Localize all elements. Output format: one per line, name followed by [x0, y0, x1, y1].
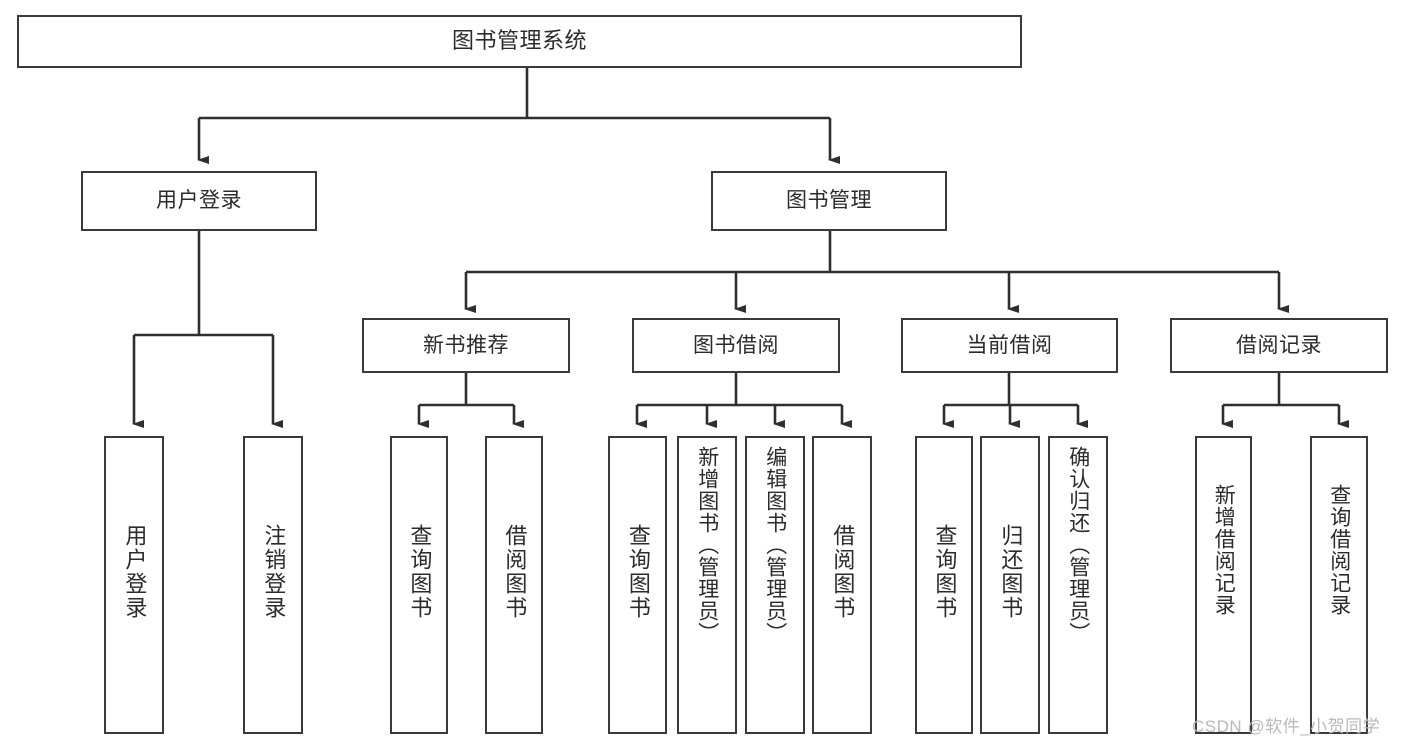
leaf-node-query-borrow-record[interactable]: 查询借阅记录 [1310, 436, 1368, 734]
node-label: 确认归还（管理员） [1066, 446, 1090, 644]
node-label: 图书管理 [786, 189, 872, 213]
leaf-node-add-book-admin[interactable]: 新增图书（管理员） [677, 436, 737, 734]
csdn-watermark: CSDN @软件_小贺同学 [1192, 717, 1381, 736]
node-new-book-recommend[interactable]: 新书推荐 [362, 318, 570, 373]
leaf-node-query-book-current[interactable]: 查询图书 [915, 436, 973, 734]
leaf-node-return-book[interactable]: 归还图书 [980, 436, 1040, 734]
node-label: 借阅图书 [502, 524, 528, 620]
node-user-login[interactable]: 用户登录 [81, 171, 317, 231]
node-label: 新书推荐 [423, 333, 509, 357]
leaf-node-query-book-recommend[interactable]: 查询图书 [390, 436, 448, 734]
node-label: 借阅图书 [830, 524, 856, 620]
node-label: 当前借阅 [966, 333, 1053, 357]
leaf-node-confirm-return-admin[interactable]: 确认归还（管理员） [1048, 436, 1108, 734]
node-label: 借阅记录 [1236, 333, 1322, 357]
leaf-node-add-borrow-record[interactable]: 新增借阅记录 [1195, 436, 1252, 734]
node-label: 查询借阅记录 [1327, 484, 1351, 616]
node-label: 新增借阅记录 [1212, 484, 1236, 616]
node-label: 用户登录 [156, 189, 242, 213]
node-label: 归还图书 [998, 524, 1024, 620]
leaf-node-user-login[interactable]: 用户登录 [104, 436, 164, 734]
node-book-borrow[interactable]: 图书借阅 [632, 318, 840, 373]
leaf-node-query-book-borrow[interactable]: 查询图书 [608, 436, 667, 734]
leaf-node-borrow-book[interactable]: 借阅图书 [812, 436, 872, 734]
node-label: 查询图书 [407, 524, 433, 620]
leaf-node-edit-book-admin[interactable]: 编辑图书（管理员） [745, 436, 805, 734]
node-label: 查询图书 [932, 524, 958, 620]
node-label: 图书管理系统 [451, 28, 587, 54]
node-current-borrow[interactable]: 当前借阅 [901, 318, 1118, 373]
node-label: 图书借阅 [693, 333, 779, 357]
node-label: 查询图书 [625, 524, 651, 620]
node-root-book-management-system[interactable]: 图书管理系统 [17, 15, 1022, 68]
leaf-node-borrow-book-recommend[interactable]: 借阅图书 [485, 436, 543, 734]
node-label: 编辑图书（管理员） [763, 446, 787, 644]
node-borrow-record[interactable]: 借阅记录 [1170, 318, 1388, 373]
node-label: 用户登录 [122, 524, 148, 620]
node-label: 注销登录 [261, 524, 287, 620]
node-label: 新增图书（管理员） [695, 446, 719, 644]
leaf-node-logout-login[interactable]: 注销登录 [243, 436, 303, 734]
node-book-management[interactable]: 图书管理 [711, 171, 947, 231]
